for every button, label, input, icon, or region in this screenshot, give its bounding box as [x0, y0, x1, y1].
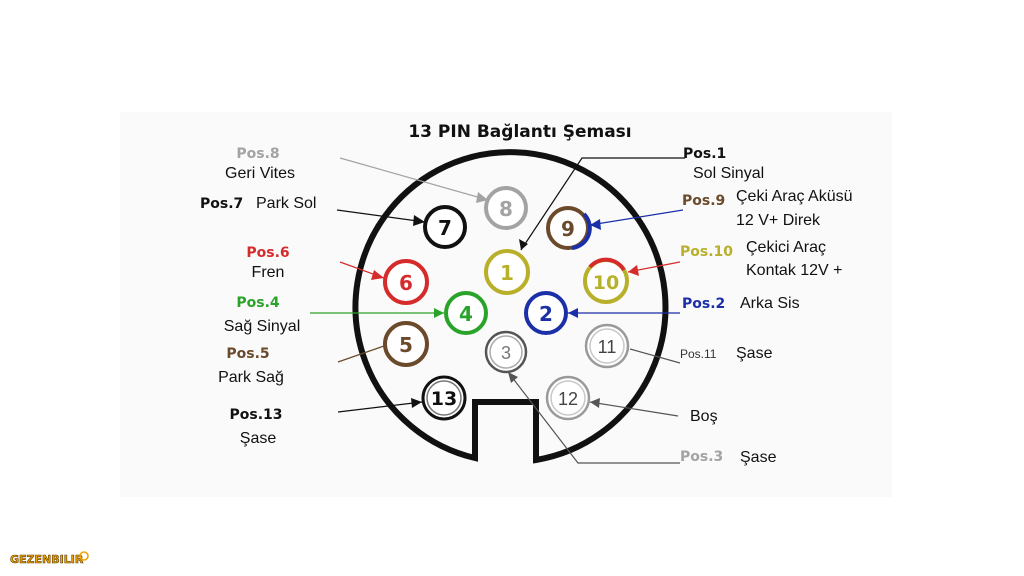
pin-1-number: 1	[500, 261, 514, 285]
pin-10-number: 10	[593, 272, 619, 294]
pin-5: 5	[383, 321, 429, 367]
pos3-desc: Şase	[740, 449, 777, 466]
pin-9-number: 9	[561, 217, 575, 241]
leader-line-pos11	[629, 348, 681, 364]
leader-line-pos9	[589, 209, 684, 226]
pos5-label: Pos.5	[226, 346, 269, 362]
pos2-label: Pos.2	[682, 296, 725, 312]
pos4-label: Pos.4	[236, 295, 280, 311]
pos1-label: Pos.1	[683, 146, 726, 162]
pos7-label: Pos.7	[200, 196, 243, 212]
arrow-icon	[628, 265, 639, 276]
pin-3-number: 3	[501, 343, 511, 363]
pos10-desc-line2: Kontak 12V +	[746, 262, 843, 279]
pin-7-number: 7	[438, 216, 452, 240]
pos13-label: Pos.13	[229, 407, 282, 423]
leader-line-pos1	[520, 157, 685, 251]
arrow-icon	[476, 192, 488, 203]
pin-10: 10	[583, 257, 629, 304]
pos7-desc: Park Sol	[256, 195, 316, 212]
pos5-desc: Park Sağ	[218, 369, 284, 386]
pos13-desc: Şase	[240, 430, 277, 447]
arrow-icon	[519, 239, 528, 250]
pos8-desc: Geri Vites	[225, 165, 295, 182]
arrow-icon	[508, 372, 518, 383]
pin-12-number: 12	[558, 389, 578, 409]
arrow-icon	[411, 398, 422, 408]
pos6-desc: Fren	[252, 264, 285, 281]
connector-outline	[352, 149, 669, 464]
location-pin-icon	[79, 551, 89, 561]
leader-line-pos13	[337, 401, 423, 413]
leader-line-pos8	[339, 157, 489, 201]
pin-2: 2	[524, 291, 568, 335]
pin-8-number: 8	[499, 197, 513, 221]
pos9-desc-line1: Çeki Araç Aküsü	[736, 188, 853, 205]
pin-8: 8	[484, 186, 528, 230]
pos10-label: Pos.10	[680, 244, 733, 260]
leader-line-pos3	[507, 371, 680, 464]
pos9-desc-line2: 12 V+ Direk	[736, 212, 821, 229]
pos4-desc: Sağ Sinyal	[224, 318, 301, 335]
arrow-heads	[371, 192, 639, 408]
pos3-label: Pos.3	[680, 449, 723, 465]
pin-13: 13	[421, 375, 467, 421]
pin-1: 1	[484, 249, 530, 295]
pin-13-number: 13	[431, 388, 457, 410]
pin-9: 9	[546, 206, 592, 250]
pos6-label: Pos.6	[246, 245, 289, 261]
pos12-desc: Boş	[690, 408, 718, 425]
pos2-desc: Arka Sis	[740, 295, 800, 312]
arrow-icon	[590, 219, 601, 230]
pos11-desc: Şase	[736, 345, 773, 362]
pos10-desc-line1: Çekici Araç	[746, 239, 826, 256]
pos1-desc: Sol Sinyal	[693, 165, 764, 182]
pin-7: 7	[423, 205, 467, 249]
pin-4: 4	[444, 291, 488, 335]
leader-line-pos5	[337, 345, 385, 363]
pin-5-number: 5	[399, 333, 413, 357]
pin-12: 12	[545, 375, 591, 421]
pos8-label: Pos.8	[236, 146, 279, 162]
diagram-panel	[120, 112, 892, 497]
arrow-icon	[413, 215, 425, 226]
pos11-label: Pos.11	[680, 347, 717, 361]
arrow-icon	[434, 308, 444, 318]
logo-text: GEZENBILIR	[10, 553, 84, 566]
arrow-icon	[590, 398, 600, 408]
pin-3: 3	[484, 330, 528, 374]
diagram-title: 13 PIN Bağlantı Şeması	[408, 122, 631, 142]
pin-11-number: 11	[598, 337, 617, 357]
pos9-label: Pos.9	[682, 193, 725, 209]
pin-11: 11	[584, 323, 630, 369]
gezenbilir-logo: GEZENBILIR	[10, 551, 89, 566]
leader-lines	[310, 157, 685, 464]
arrow-icon	[371, 270, 384, 280]
arrow-icon	[568, 308, 578, 318]
pin-4-number: 4	[459, 302, 473, 326]
pin-6-number: 6	[399, 271, 413, 295]
leader-line-pos12	[589, 401, 679, 417]
pin-6: 6	[383, 259, 429, 305]
pin-2-number: 2	[539, 302, 553, 326]
leader-line-pos7	[336, 209, 426, 223]
